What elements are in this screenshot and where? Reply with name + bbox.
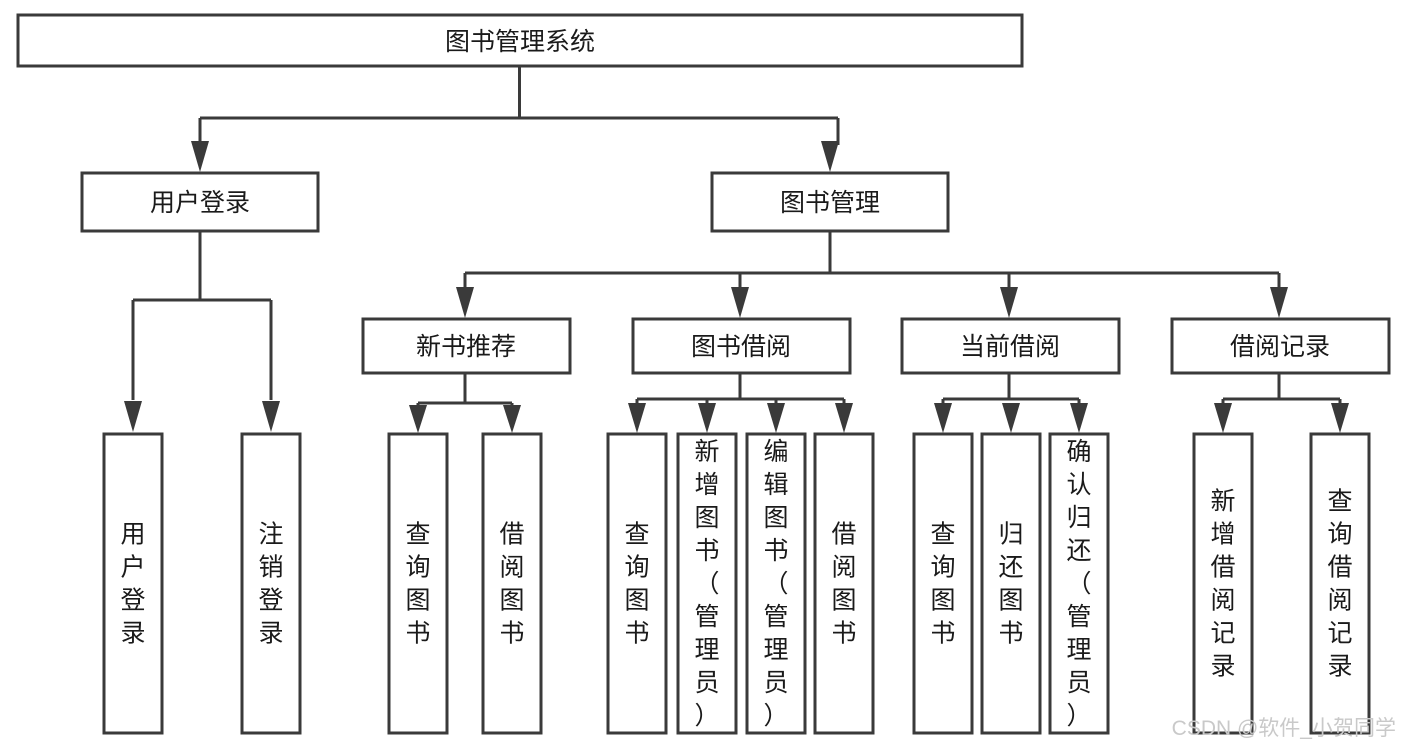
leaf-user-login[interactable]: 用户登录 <box>102 432 164 735</box>
leaf-add-borrow-record-label: 新增借阅记录 <box>1210 488 1235 681</box>
connector-current-borrow-to-leaves <box>934 373 1088 433</box>
leaf-edit-book-box <box>745 432 807 735</box>
node-user-login-label: 用户登录 <box>150 189 250 217</box>
leaf-query-book-recommend[interactable]: 查询图书 <box>387 432 449 735</box>
leaf-query-book-current-box <box>912 432 974 735</box>
leaf-return-book-box <box>980 432 1042 735</box>
arrow-to-leaf-confirm-return <box>1070 403 1088 433</box>
arrow-to-leaf-user-login <box>124 401 142 432</box>
leaf-query-book-current[interactable]: 查询图书 <box>912 432 974 735</box>
arrow-to-borrow-record <box>1270 287 1288 318</box>
leaf-confirm-return-box <box>1048 432 1110 735</box>
leaf-add-book[interactable]: 新增图书（管理员） <box>676 432 738 735</box>
node-book-manage-label: 图书管理 <box>780 189 880 217</box>
leaf-confirm-return[interactable]: 确认归还（管理员） <box>1048 432 1110 735</box>
leaf-return-book-label: 归还图书 <box>998 521 1023 648</box>
leaf-query-book-borrow[interactable]: 查询图书 <box>606 432 668 735</box>
node-book-borrow-label: 图书借阅 <box>691 333 791 361</box>
leaf-logout[interactable]: 注销登录 <box>240 432 302 735</box>
node-new-book-recommend[interactable]: 新书推荐 <box>361 317 572 375</box>
node-user-login[interactable]: 用户登录 <box>80 171 320 233</box>
arrow-to-leaf-query-book-1 <box>409 405 427 433</box>
node-root-system[interactable]: 图书管理系统 <box>16 13 1024 68</box>
node-user-login-box <box>80 171 320 233</box>
arrow-to-book-manage <box>821 141 839 172</box>
arrow-to-leaf-logout <box>262 401 280 432</box>
leaf-borrow-book-recommend-box <box>481 432 543 735</box>
leaf-query-borrow-record-label: 查询借阅记录 <box>1327 488 1352 681</box>
arrow-to-current-borrow <box>1000 287 1018 318</box>
node-current-borrow-box <box>900 317 1121 375</box>
arrow-to-leaf-edit-book <box>767 403 785 433</box>
node-book-manage-box <box>710 171 950 233</box>
leaf-query-borrow-record[interactable]: 查询借阅记录 <box>1309 432 1371 735</box>
node-root-label: 图书管理系统 <box>445 28 595 56</box>
leaf-borrow-book-label: 借阅图书 <box>831 521 856 648</box>
leaf-logout-label: 注销登录 <box>258 521 283 648</box>
leaf-borrow-book-recommend-label: 借阅图书 <box>499 521 524 648</box>
leaf-query-borrow-record-box <box>1309 432 1371 735</box>
node-book-manage[interactable]: 图书管理 <box>710 171 950 233</box>
arrow-to-new-book <box>456 287 474 318</box>
node-current-borrow[interactable]: 当前借阅 <box>900 317 1121 375</box>
leaf-query-book-current-label: 查询图书 <box>930 521 955 648</box>
connector-borrow-record-to-leaves <box>1214 373 1349 433</box>
leaf-add-book-label: 新增图书（管理员） <box>694 438 719 730</box>
leaf-query-book-borrow-label: 查询图书 <box>624 521 649 648</box>
node-current-borrow-label: 当前借阅 <box>960 333 1060 361</box>
connector-root-to-level2 <box>191 67 840 172</box>
connector-book-manage-to-level3 <box>456 232 1288 318</box>
arrow-to-leaf-add-record <box>1214 403 1232 433</box>
leaf-add-borrow-record[interactable]: 新增借阅记录 <box>1192 432 1254 735</box>
arrow-to-leaf-query-record <box>1331 403 1349 433</box>
arrow-to-leaf-add-book <box>698 403 716 433</box>
node-book-borrow-box <box>631 317 852 375</box>
node-borrow-record-label: 借阅记录 <box>1230 333 1330 361</box>
leaf-add-borrow-record-box <box>1192 432 1254 735</box>
arrow-to-leaf-borrow-book-2 <box>835 403 853 433</box>
leaf-query-book-recommend-label: 查询图书 <box>405 521 430 648</box>
leaf-borrow-book-box <box>813 432 875 735</box>
connector-new-book-to-leaves <box>409 373 521 433</box>
node-new-book-recommend-box <box>361 317 572 375</box>
node-new-book-recommend-label: 新书推荐 <box>416 333 516 361</box>
leaf-user-login-box <box>102 432 164 735</box>
connector-user-login-to-leaves <box>124 232 280 432</box>
connector-book-borrow-to-leaves <box>628 373 853 433</box>
leaf-user-login-label: 用户登录 <box>120 521 145 648</box>
csdn-watermark: CSDN @软件_小贺同学 <box>1172 717 1396 740</box>
arrow-to-leaf-query-book-3 <box>934 403 952 433</box>
leaf-borrow-book[interactable]: 借阅图书 <box>813 432 875 735</box>
leaf-edit-book[interactable]: 编辑图书（管理员） <box>745 432 807 735</box>
node-root-box <box>16 13 1024 68</box>
arrow-to-book-borrow <box>731 287 749 318</box>
arrow-to-leaf-return-book <box>1002 403 1020 433</box>
arrow-to-leaf-query-book-2 <box>628 403 646 433</box>
leaf-add-book-box <box>676 432 738 735</box>
leaf-logout-box <box>240 432 302 735</box>
node-book-borrow[interactable]: 图书借阅 <box>631 317 852 375</box>
node-borrow-record-box <box>1170 317 1391 375</box>
node-borrow-record[interactable]: 借阅记录 <box>1170 317 1391 375</box>
leaf-edit-book-label: 编辑图书（管理员） <box>763 438 788 730</box>
leaf-confirm-return-label: 确认归还（管理员） <box>1066 438 1091 730</box>
arrow-to-leaf-borrow-book-1 <box>503 405 521 433</box>
leaf-borrow-book-recommend[interactable]: 借阅图书 <box>481 432 543 735</box>
leaf-return-book[interactable]: 归还图书 <box>980 432 1042 735</box>
arrow-to-user-login <box>191 141 209 172</box>
leaf-query-book-borrow-box <box>606 432 668 735</box>
leaf-query-book-recommend-box <box>387 432 449 735</box>
